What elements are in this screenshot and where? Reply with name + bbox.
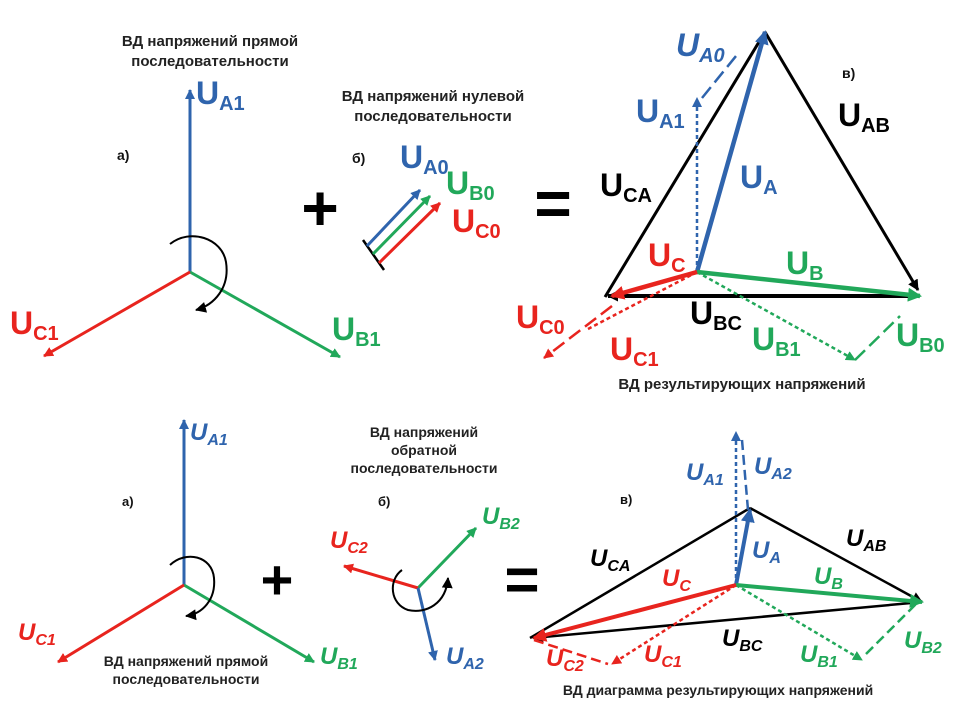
bottom-caption-negative-line2: обратной xyxy=(391,442,457,458)
bottom-caption-negative-line3: последовательности xyxy=(351,460,498,476)
bottom-caption-positive-line1: ВД напряжений прямой xyxy=(104,653,268,669)
top-label-result-UA0: UA0 xyxy=(676,27,725,67)
bottom-label-result-UC2: UC2 xyxy=(546,645,584,675)
bottom-vector-UC2-result xyxy=(533,638,609,666)
top-caption-positive-line2: последовательности xyxy=(131,53,288,70)
bottom-mark-a: а) xyxy=(122,494,134,509)
bottom-vector-UC2 xyxy=(343,563,419,590)
bottom-label-result-UA2: UA2 xyxy=(754,453,792,483)
top-mark-b: б) xyxy=(352,150,365,166)
top-label-result-UA1: UA1 xyxy=(636,93,685,133)
top-equals-sign: = xyxy=(534,167,571,239)
top-label-UC1: UC1 xyxy=(10,305,59,345)
bottom-plus-sign: + xyxy=(261,548,294,611)
top-vector-UB1-result xyxy=(696,270,856,362)
bottom-label-UC2: UC2 xyxy=(330,527,368,557)
top-vector-UB0-result xyxy=(854,315,901,361)
top-caption-zero-line2: последовательности xyxy=(354,108,511,125)
top-vector-UB1 xyxy=(189,270,341,359)
top-label-UB1: UB1 xyxy=(332,311,381,351)
top-vector-UA0 xyxy=(365,188,422,248)
top-label-result-UA: UA xyxy=(740,159,778,199)
top-vector-UC xyxy=(610,269,698,300)
top-vector-UB xyxy=(696,269,922,302)
top-vector-UA xyxy=(694,30,769,273)
bottom-caption-result: ВД диаграмма результирующих напряжений xyxy=(563,682,873,698)
top-vector-UA0-result xyxy=(701,55,737,99)
top-label-UC0: UC0 xyxy=(452,203,501,243)
top-vector-UC1 xyxy=(43,270,191,358)
bottom-vector-UAB xyxy=(749,506,923,604)
top-section: ВД напряжений прямой последовательности … xyxy=(10,27,945,393)
bottom-vector-UB xyxy=(735,583,924,608)
top-label-UA0: UA0 xyxy=(400,139,449,179)
bottom-label-UC1: UC1 xyxy=(18,619,56,649)
top-label-result-UCA: UCA xyxy=(600,167,652,207)
bottom-label-UB2: UB2 xyxy=(482,503,520,533)
bottom-label-result-UA: UA xyxy=(752,537,781,567)
bottom-vector-UB2-result xyxy=(865,603,917,655)
top-label-result-UAB: UAB xyxy=(838,97,890,137)
top-rotation-arrow xyxy=(169,235,228,313)
bottom-vector-UA xyxy=(734,508,755,586)
bottom-label-UB1: UB1 xyxy=(320,643,358,673)
bottom-vector-UCA xyxy=(529,506,751,640)
top-caption-result: ВД результирующих напряжений xyxy=(618,376,865,393)
bottom-rotation-arrow-positive xyxy=(169,555,216,621)
bottom-equals-sign: = xyxy=(504,546,539,613)
top-label-result-UB0: UB0 xyxy=(896,317,945,357)
top-vector-UC0 xyxy=(377,201,442,265)
top-label-UB0: UB0 xyxy=(446,165,495,205)
bottom-mark-b: б) xyxy=(378,494,390,509)
top-vector-UC0-result xyxy=(543,305,613,359)
bottom-label-result-UA1: UA1 xyxy=(686,459,724,489)
top-caption-positive-line1: ВД напряжений прямой xyxy=(122,33,298,50)
top-label-result-UB: UB xyxy=(786,245,824,285)
bottom-vector-UB1 xyxy=(183,583,315,664)
bottom-caption-positive-line2: последовательности xyxy=(113,671,260,687)
top-vector-UC1-result xyxy=(585,270,698,332)
top-label-result-UBC: UBC xyxy=(690,295,742,335)
bottom-label-UA1: UA1 xyxy=(190,419,228,449)
bottom-vector-UC xyxy=(532,583,737,642)
top-vector-UAB xyxy=(763,31,920,291)
top-mark-v: в) xyxy=(842,65,855,81)
bottom-vector-UA2 xyxy=(416,587,438,661)
bottom-vector-UC1-result xyxy=(611,583,737,666)
bottom-rotation-arrow-negative xyxy=(392,569,453,612)
top-caption-zero-line1: ВД напряжений нулевой xyxy=(342,88,524,105)
bottom-label-result-UC: UC xyxy=(662,565,691,595)
bottom-caption-negative-line1: ВД напряжений xyxy=(370,424,478,440)
bottom-label-result-UCA: UCA xyxy=(590,545,630,575)
bottom-mark-v: в) xyxy=(620,492,632,507)
bottom-label-UA2: UA2 xyxy=(446,643,484,673)
bottom-vector-UC1 xyxy=(57,583,185,664)
top-label-result-UC: UC xyxy=(648,237,686,277)
bottom-label-result-UAB: UAB xyxy=(846,525,886,555)
bottom-vector-UBC xyxy=(532,600,923,643)
bottom-vector-UB1-result xyxy=(735,583,863,662)
top-label-UA1: UA1 xyxy=(196,75,245,115)
top-label-result-UB1: UB1 xyxy=(752,321,801,361)
bottom-vector-UB2 xyxy=(416,526,478,590)
bottom-label-result-UB: UB xyxy=(814,563,843,593)
top-label-result-UC0: UC0 xyxy=(516,299,565,339)
bottom-label-result-UB1: UB1 xyxy=(800,641,838,671)
top-plus-sign: + xyxy=(301,172,338,244)
bottom-label-result-UB2: UB2 xyxy=(904,627,942,657)
bottom-vector-UA2-result xyxy=(740,439,750,511)
top-vector-UB0 xyxy=(371,194,432,256)
bottom-label-result-UBC: UBC xyxy=(722,625,763,655)
bottom-label-result-UC1: UC1 xyxy=(644,641,682,671)
top-vector-UCA xyxy=(603,31,767,298)
top-mark-a: а) xyxy=(117,147,129,163)
bottom-section: ВД напряжений обратной последовательност… xyxy=(18,419,942,698)
top-label-result-UC1: UC1 xyxy=(610,331,659,371)
